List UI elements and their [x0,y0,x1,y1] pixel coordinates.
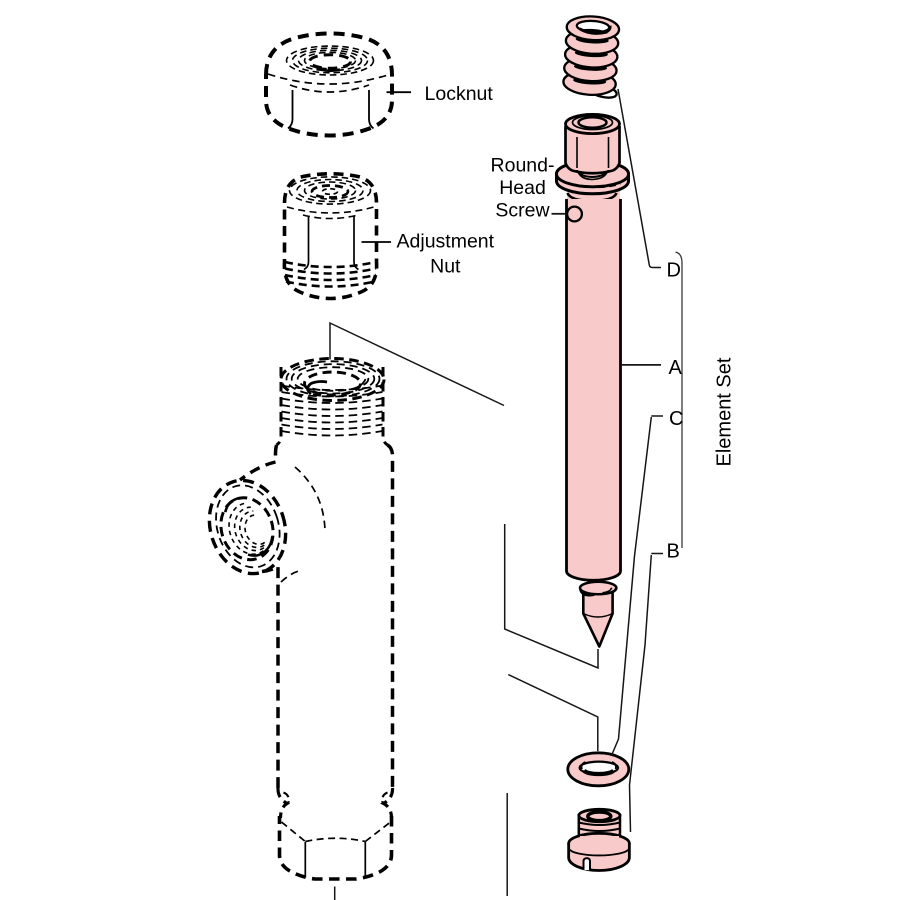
svg-text:D: D [667,260,681,282]
svg-text:C: C [669,408,683,430]
svg-text:Element Set: Element Set [714,357,736,466]
svg-text:Adjustment: Adjustment [397,231,495,253]
svg-text:Nut: Nut [430,255,461,277]
svg-text:B: B [667,541,680,563]
svg-text:Locknut: Locknut [425,83,494,105]
svg-text:Head: Head [499,177,546,199]
svg-text:A: A [669,357,683,379]
svg-text:Screw: Screw [495,199,550,221]
svg-text:Round-: Round- [491,155,555,177]
